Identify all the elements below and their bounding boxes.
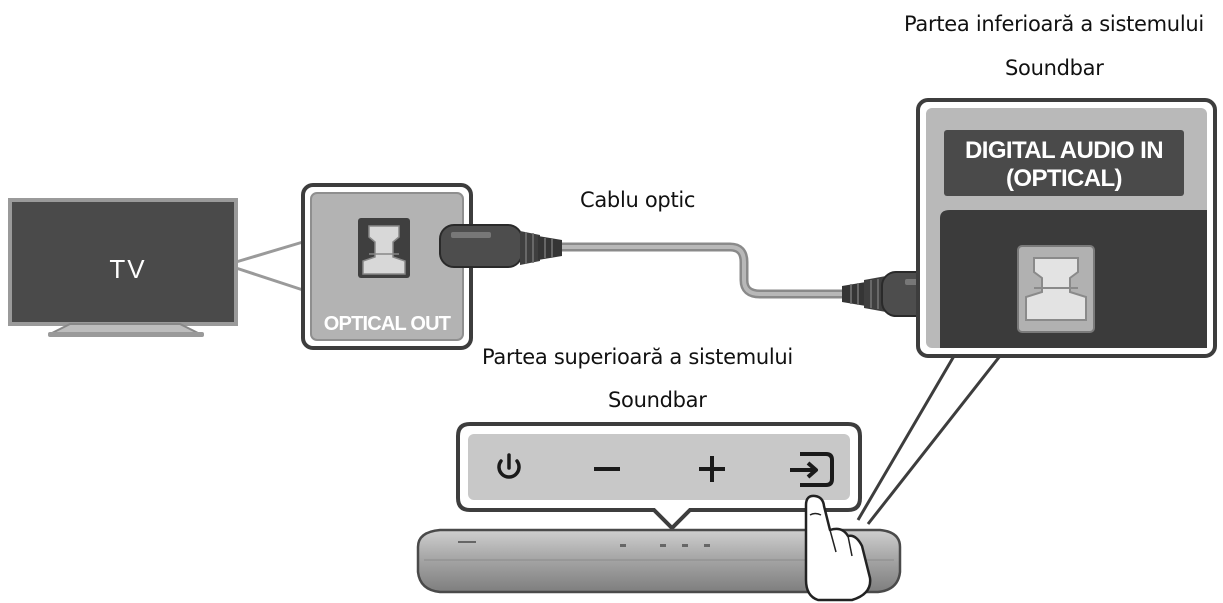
finger-pointer-icon [804,494,872,602]
tv [8,198,238,337]
tv-callout-connector [235,240,304,292]
plus-icon[interactable] [699,456,725,482]
source-input-icon[interactable] [790,452,834,487]
power-icon[interactable] [497,453,521,479]
cable-plug-left [439,224,562,268]
optical-cable [439,224,965,317]
soundbar [416,528,902,594]
rear-panel-callout-connector [856,355,1002,525]
tv-stand-base [48,332,204,337]
soundbar-top-label-line2: Soundbar [608,388,707,412]
tv-screen [8,198,238,326]
optical-cable-label: Cablu optic [580,188,696,212]
digital-audio-in-label-line1: DIGITAL AUDIO IN [965,137,1163,164]
soundbar-bottom-label-line2: Soundbar [1005,56,1104,80]
soundbar-bottom-label-line1: Partea inferioară a sistemului [904,12,1204,36]
digital-audio-in-label-plate [944,130,1184,196]
top-button-panel [456,422,862,531]
optical-out-label: OPTICAL OUT [324,313,451,335]
digital-audio-in-port-icon [1017,245,1095,333]
soundbar-top-label-line1: Partea superioară a sistemului [482,345,793,369]
tv-label: TV [109,254,146,284]
digital-audio-in-panel [916,98,1217,358]
optical-out-panel [301,183,473,350]
digital-audio-in-label-line2: (OPTICAL) [1006,165,1122,192]
optical-out-port-icon [358,218,410,278]
